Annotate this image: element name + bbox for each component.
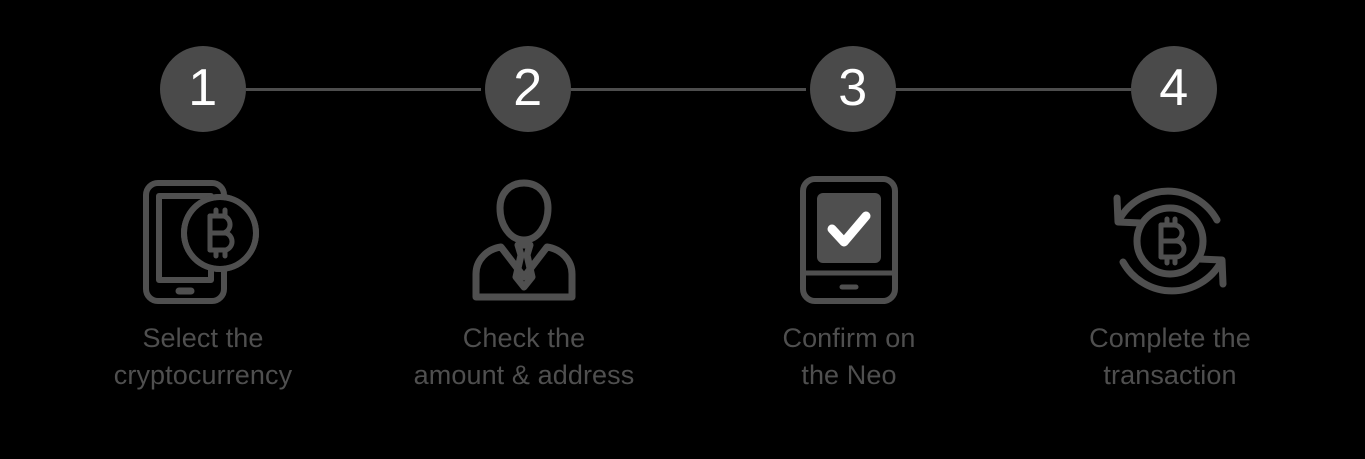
- step-number-3: 3: [838, 59, 868, 117]
- step-circle-1[interactable]: 1: [160, 46, 246, 132]
- step-circle-3[interactable]: 3: [810, 46, 896, 132]
- rail-connector-1-2: [246, 88, 481, 91]
- step-circle-4[interactable]: 4: [1131, 46, 1217, 132]
- step-caption-3: Confirm on the Neo: [782, 323, 916, 390]
- step-number-4: 4: [1159, 59, 1189, 117]
- person-suit-icon: [449, 170, 599, 310]
- step-circle-2[interactable]: 2: [485, 46, 571, 132]
- step-columns: Select the cryptocurrency Check the amou…: [0, 170, 1365, 420]
- step-column-1: Select the cryptocurrency: [53, 170, 353, 394]
- rail-connector-3-4: [896, 88, 1131, 91]
- phone-bitcoin-icon: [128, 170, 278, 310]
- step-column-4: Complete the transaction: [1020, 170, 1320, 394]
- step-caption-4: Complete the transaction: [1089, 323, 1251, 390]
- step-caption-1: Select the cryptocurrency: [113, 323, 293, 390]
- step-caption-2: Check the amount & address: [413, 323, 635, 390]
- step-column-2: Check the amount & address: [374, 170, 674, 394]
- progress-rail: 1 2 3 4: [160, 46, 1217, 132]
- rail-connector-2-3: [571, 88, 806, 91]
- step-number-1: 1: [188, 59, 218, 117]
- bitcoin-refresh-icon: [1095, 170, 1245, 310]
- phone-checkmark-icon: [774, 170, 924, 310]
- step-number-2: 2: [513, 59, 543, 117]
- step-column-3: Confirm on the Neo: [699, 170, 999, 394]
